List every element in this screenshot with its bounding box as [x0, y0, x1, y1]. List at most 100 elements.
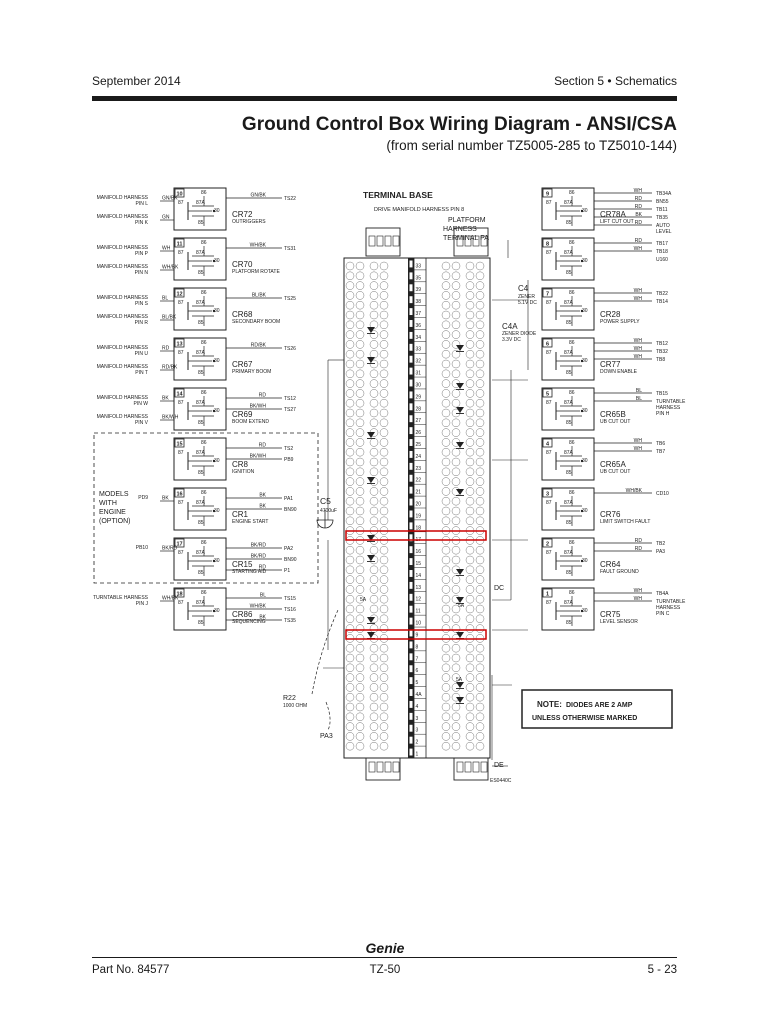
wire-color: WH: [634, 588, 643, 594]
output-wire-color: RD: [259, 443, 267, 449]
output-terminal: BN90: [284, 557, 297, 563]
relay-desc: STARTING AID: [232, 569, 267, 575]
wire-color: RD: [635, 538, 643, 544]
pin-85: 85: [566, 220, 572, 226]
pin-87a: 87A: [196, 500, 206, 506]
relay-number: 2: [546, 542, 549, 548]
terminal-label: TB17: [656, 241, 668, 247]
terminal-number: 20: [416, 502, 422, 508]
relay-number: 9: [546, 192, 549, 198]
terminal-label: AUTO: [656, 223, 670, 229]
wire-color: RD: [635, 220, 643, 226]
relay-desc: POWER SUPPLY: [600, 319, 640, 325]
pin-87: 87: [546, 550, 552, 556]
terminal-number: 15: [416, 561, 422, 567]
bottom-connectors: [365, 757, 489, 781]
terminal-label: CD10: [656, 491, 669, 497]
pin-30: 30: [582, 508, 588, 514]
terminal-label: HARNESS: [656, 605, 681, 611]
pin-86: 86: [201, 190, 207, 196]
pin-87a: 87A: [196, 300, 206, 306]
input-wire-label: MANIFOLD HARNESS: [97, 195, 149, 201]
c4-desc-1: ZENER: [518, 294, 535, 300]
terminal-number: 25: [416, 442, 422, 448]
relay-desc: IGNITION: [232, 469, 255, 475]
terminal-number: 3: [416, 716, 419, 722]
output-wire-color: BK: [259, 504, 266, 510]
terminal-number: 27: [416, 418, 422, 424]
terminal-number: 24: [416, 454, 422, 460]
diode-5a-2: 5A: [458, 603, 465, 609]
pin-87: 87: [546, 400, 552, 406]
terminal-label: TURNTABLE: [656, 599, 686, 605]
relay-name: CR77: [600, 360, 621, 369]
terminal-label: TB12: [656, 341, 668, 347]
relay-desc: SECONDARY BOOM: [232, 319, 280, 325]
relay-number: 5: [546, 392, 549, 398]
terminal-number: 29: [416, 394, 422, 400]
input-wire-label: MANIFOLD HARNESS: [97, 295, 149, 301]
relay-desc: UB CUT OUT: [600, 419, 630, 425]
wire-color: WH: [634, 296, 643, 302]
pin-87: 87: [546, 300, 552, 306]
terminal-label: PA3: [656, 549, 665, 555]
terminal-number: 35: [416, 275, 422, 281]
c4-name: C4: [518, 284, 529, 293]
relay-number: 12: [176, 292, 182, 298]
terminal-number: 7: [416, 656, 419, 662]
terminal-number: 9: [416, 632, 419, 638]
output-wire-color: WH/BK: [250, 604, 267, 610]
input-wire-color: BK/RD: [162, 546, 178, 552]
output-wire-color: BK: [259, 493, 266, 499]
pin-86: 86: [569, 290, 575, 296]
terminal-label: TB15: [656, 391, 668, 397]
relay-name: CR15: [232, 560, 253, 569]
pin-30: 30: [582, 458, 588, 464]
capacitor-c5: C5 4700uF: [316, 496, 337, 529]
terminal-number: 33: [416, 347, 422, 353]
terminal-base: TERMINAL BASE DRIVE MANIFOLD HARNESS PIN…: [343, 190, 491, 781]
pin-30: 30: [214, 608, 220, 614]
output-wire-color: RD: [259, 565, 267, 571]
footer-model: TZ-50: [369, 964, 401, 976]
pin-87: 87: [178, 550, 184, 556]
pin-85: 85: [566, 420, 572, 426]
terminal-number: 21: [416, 490, 422, 496]
relay-desc: UB CUT OUT: [600, 469, 630, 475]
pin-30: 30: [214, 308, 220, 314]
pin-86: 86: [569, 440, 575, 446]
pin-30: 30: [214, 258, 220, 264]
input-wire-color: BL: [162, 296, 168, 302]
pin-85: 85: [198, 470, 204, 476]
relay-name: CR28: [600, 310, 621, 319]
pin-86: 86: [569, 590, 575, 596]
relay-number: 18: [176, 592, 182, 598]
output-wire-color: BL/BK: [252, 293, 267, 299]
terminal-circles: [345, 261, 485, 751]
pin-87: 87: [546, 450, 552, 456]
pin-85: 85: [198, 420, 204, 426]
wire-color: WH: [634, 354, 643, 360]
wire-color: WH: [634, 346, 643, 352]
relay-name: CR70: [232, 260, 253, 269]
pin-87: 87: [546, 600, 552, 606]
pin-87a: 87A: [564, 550, 574, 556]
relay-desc: LIMIT SWITCH FAULT: [600, 519, 650, 525]
platform-label-1: PLATFORM: [448, 217, 486, 224]
pin-85: 85: [566, 520, 572, 526]
pin-87: 87: [178, 400, 184, 406]
output-terminal: TS12: [284, 396, 296, 402]
terminal-number: 31: [416, 371, 422, 377]
relay-number: 17: [176, 542, 182, 548]
pin-85: 85: [566, 270, 572, 276]
input-wire-label: MANIFOLD HARNESS: [97, 345, 149, 351]
output-wire-color: BK/RD: [251, 554, 267, 560]
output-wire-color: BK/WH: [250, 404, 267, 410]
